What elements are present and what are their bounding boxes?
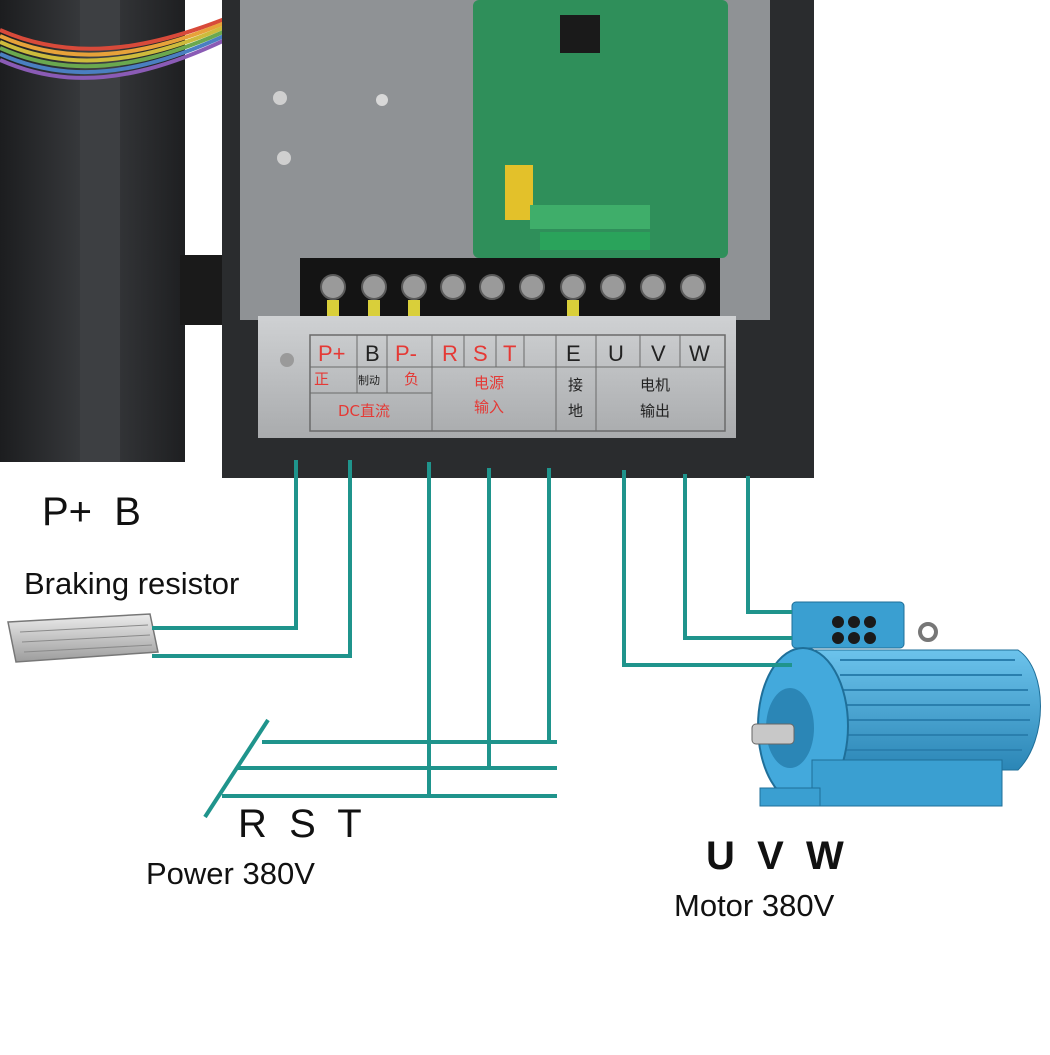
terminal-t: T bbox=[503, 341, 516, 366]
label-cn-motor-line1: 电机 bbox=[640, 376, 670, 394]
wire-v bbox=[683, 474, 792, 640]
braking-resistor bbox=[7, 613, 159, 663]
wire-p-plus bbox=[152, 460, 298, 630]
terminal-p-minus: P- bbox=[395, 341, 417, 366]
label-cn-power-line2: 输入 bbox=[474, 398, 504, 416]
braking-terminals-label: P+ B bbox=[42, 490, 141, 534]
label-cn-brake: 制动 bbox=[358, 374, 380, 387]
wire-u bbox=[622, 470, 792, 667]
control-pcb bbox=[473, 0, 728, 258]
terminal-u: U bbox=[608, 341, 624, 366]
label-cn-motor-line2: 输出 bbox=[640, 402, 670, 420]
electric-motor bbox=[751, 601, 1041, 807]
terminal-s: S bbox=[473, 341, 488, 366]
label-cn-positive: 正 bbox=[314, 370, 329, 388]
label-cn-negative: 负 bbox=[404, 370, 419, 388]
wire-b bbox=[152, 460, 352, 658]
terminal-p-plus: P+ bbox=[318, 341, 346, 366]
motor-phases-label: U V W bbox=[706, 834, 844, 878]
wire-w bbox=[746, 476, 792, 614]
label-cn-ground-line1: 接 bbox=[568, 376, 583, 394]
power-label: Power 380V bbox=[146, 856, 315, 891]
label-cn-power-line1: 电源 bbox=[474, 374, 504, 392]
braking-resistor-label: Braking resistor bbox=[24, 566, 240, 601]
label-cn-ground-line2: 地 bbox=[568, 402, 583, 420]
terminal-v: V bbox=[651, 341, 666, 366]
power-phases-label: R S T bbox=[238, 802, 362, 846]
terminal-e: E bbox=[566, 341, 581, 366]
terminal-b: B bbox=[365, 341, 380, 366]
terminal-label-plate: P+ B P- R S T E U V W 正 制动 负 DC直流 电源 输入 … bbox=[258, 316, 736, 438]
terminal-r: R bbox=[442, 341, 458, 366]
motor-label: Motor 380V bbox=[674, 888, 835, 923]
terminal-w: W bbox=[689, 341, 710, 366]
wiring bbox=[152, 460, 792, 819]
power-terminal-block bbox=[300, 258, 720, 318]
supply-diagonal bbox=[203, 718, 270, 819]
label-cn-dc: DC直流 bbox=[338, 402, 390, 420]
